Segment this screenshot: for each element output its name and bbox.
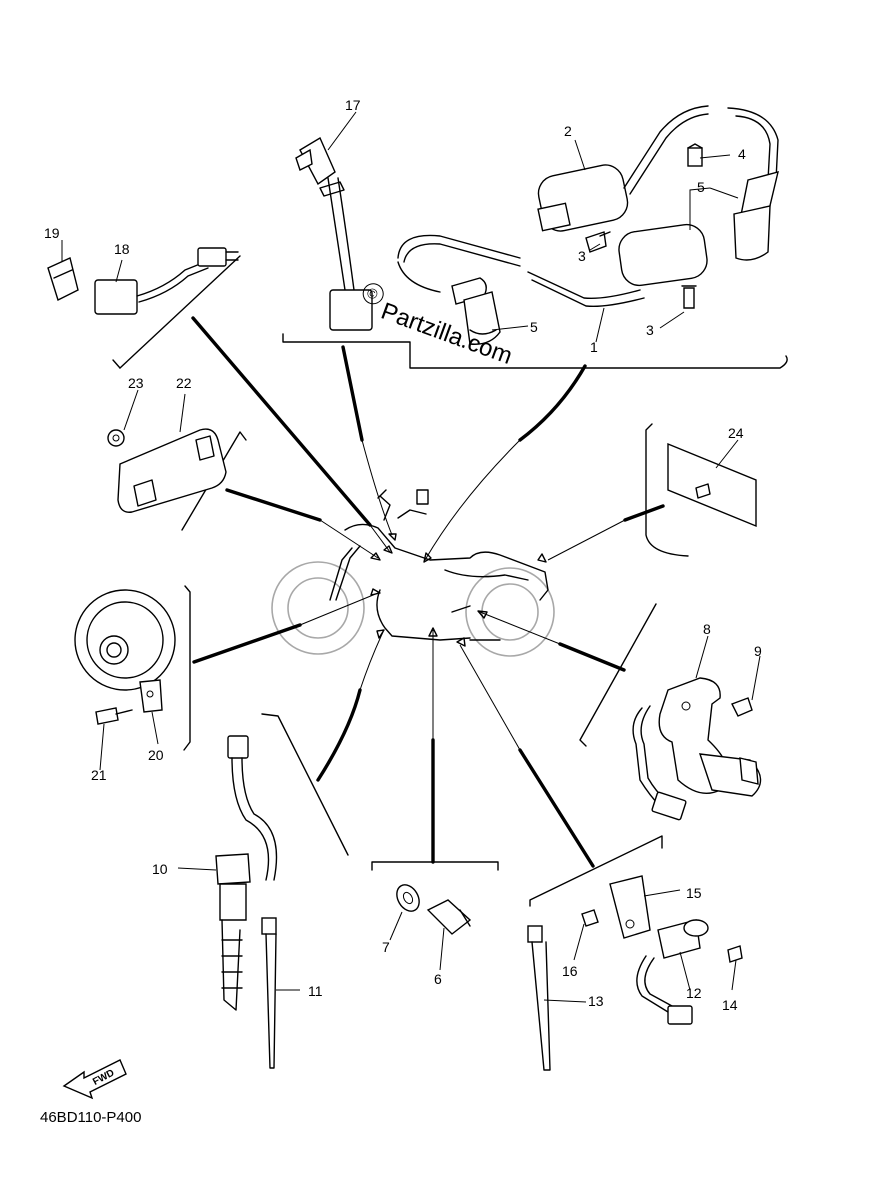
reflector-22-23 [107,428,227,513]
reflector-24 [667,442,757,528]
callout-11: 11 [308,983,323,999]
callout-22: 22 [176,375,192,391]
callout-2: 2 [564,123,572,139]
ignition-switch-8-9 [632,677,762,821]
callout-12: 12 [686,985,702,1001]
callout-6: 6 [434,971,442,987]
motorcycle-outline [271,489,555,657]
part-17-sensor [295,136,373,331]
horn-20-21 [74,589,176,725]
callout-3-upper: 3 [578,248,586,264]
callout-7: 7 [382,939,390,955]
callout-20: 20 [148,747,164,763]
callout-1: 1 [590,339,598,355]
callout-13: 13 [588,993,604,1009]
callout-labels: 2 4 5 3 3 5 1 17 19 18 23 22 24 8 9 20 2… [44,97,762,1013]
group-brackets [112,255,788,907]
callout-15: 15 [686,885,702,901]
callout-4: 4 [738,146,746,162]
switch-6-7 [396,884,472,935]
callout-24: 24 [728,425,744,441]
sensor-10-11 [215,735,278,1069]
callout-23: 23 [128,375,144,391]
callout-19: 19 [44,225,60,241]
callout-16: 16 [562,963,578,979]
callout-5-lower: 5 [530,319,538,335]
relay-18-19 [47,247,239,315]
callout-9: 9 [754,643,762,659]
ignition-coil-group [397,105,779,345]
callout-17: 17 [345,97,361,113]
callout-18: 18 [114,241,130,257]
fwd-arrow-icon: FWD [62,1059,127,1100]
callout-8: 8 [703,621,711,637]
diagram-code: 46BD110-P400 [40,1109,141,1126]
callout-5-upper: 5 [697,179,705,195]
callout-14: 14 [722,997,738,1013]
callout-10: 10 [152,861,168,877]
leader-lines [191,316,665,868]
callout-21: 21 [91,767,107,783]
callout-leaders [61,111,761,1003]
callout-3-lower: 3 [646,322,654,338]
bracket-12-16 [527,875,743,1071]
